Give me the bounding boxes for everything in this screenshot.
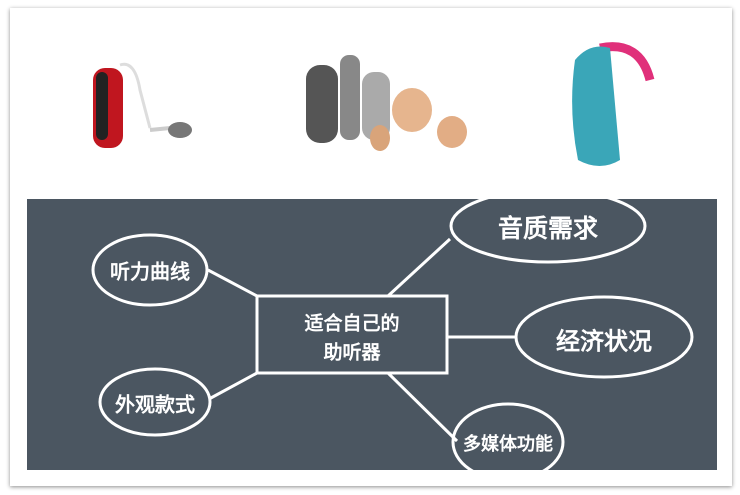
center-box xyxy=(255,294,449,375)
label-sound-quality: 音质需求 xyxy=(497,214,599,243)
node-sound-quality xyxy=(449,199,647,264)
hearing-aid-group xyxy=(306,55,467,151)
label-appearance: 外观款式 xyxy=(115,392,195,417)
node-multimedia xyxy=(451,402,565,470)
teal-hearing-aid xyxy=(572,42,655,166)
hearing-aid-photos xyxy=(93,42,655,166)
node-economy xyxy=(514,295,694,379)
center-label-line1: 适合自己的 xyxy=(304,312,400,335)
mind-map-lines xyxy=(91,199,694,470)
node-appearance xyxy=(98,367,212,437)
label-hearing-curve: 听力曲线 xyxy=(110,259,190,284)
mind-map-panel: 适合自己的 助听器 听力曲线 音质需求 经济状况 外观款式 多媒体功能 xyxy=(27,199,717,470)
label-economy: 经济状况 xyxy=(556,327,652,356)
node-hearing-curve xyxy=(91,233,209,307)
center-label-line2: 助听器 xyxy=(323,341,381,364)
red-hearing-aid xyxy=(93,62,192,148)
label-multimedia: 多媒体功能 xyxy=(463,434,553,455)
